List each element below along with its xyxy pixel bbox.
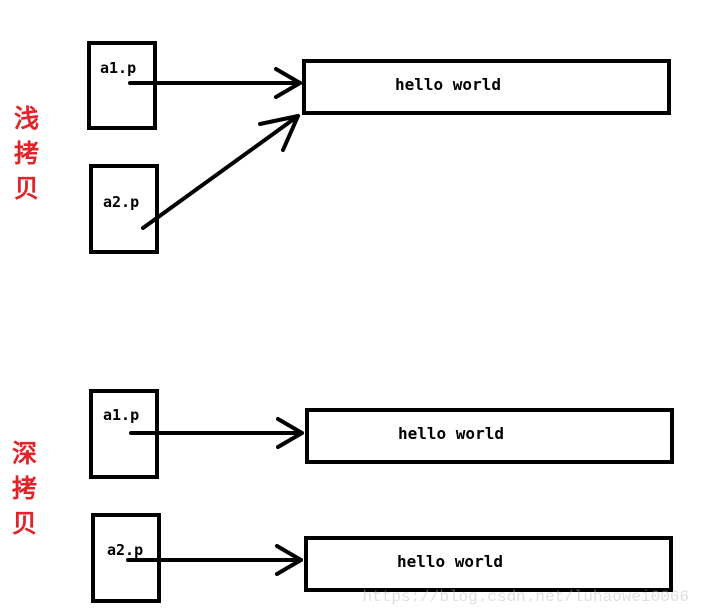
shallow-label-char-2: 拷 xyxy=(14,139,39,168)
watermark-text: https://blog.csdn.net/luhaowei0066 xyxy=(363,588,689,606)
shallow-label-char-1: 浅 xyxy=(14,104,39,133)
deep-copy-section: 深 拷 贝 a1.p a2.p hello world hello world xyxy=(12,389,674,603)
shallow-arrow-a2 xyxy=(141,114,300,230)
shallow-a1-pointer-box xyxy=(87,41,157,130)
shallow-string-text: hello world xyxy=(395,75,501,94)
deep-a2-pointer-label: a2.p xyxy=(107,541,143,559)
shallow-a2-pointer-box xyxy=(89,164,159,254)
deep-label-char-2: 拷 xyxy=(12,474,37,503)
shallow-arrow-a1 xyxy=(128,67,302,99)
deep-string-box-1 xyxy=(305,408,674,464)
deep-copy-label: 深 拷 贝 xyxy=(12,439,37,538)
deep-string-box-2 xyxy=(304,536,673,592)
deep-string-text-1: hello world xyxy=(398,424,504,443)
shallow-a2-pointer-label: a2.p xyxy=(103,193,139,211)
deep-string-text-2: hello world xyxy=(397,552,503,571)
shallow-label-char-3: 贝 xyxy=(14,174,39,203)
deep-label-char-1: 深 xyxy=(12,439,37,468)
deep-arrow-a1 xyxy=(129,417,304,449)
deep-label-char-3: 贝 xyxy=(12,509,37,538)
shallow-copy-label: 浅 拷 贝 xyxy=(14,104,39,203)
deep-a1-pointer-label: a1.p xyxy=(103,406,139,424)
shallow-string-box xyxy=(302,59,671,115)
deep-arrow-a2 xyxy=(126,544,303,576)
shallow-a1-pointer-label: a1.p xyxy=(100,59,136,77)
shallow-copy-section: 浅 拷 贝 a1.p a2.p hello world xyxy=(14,41,671,254)
